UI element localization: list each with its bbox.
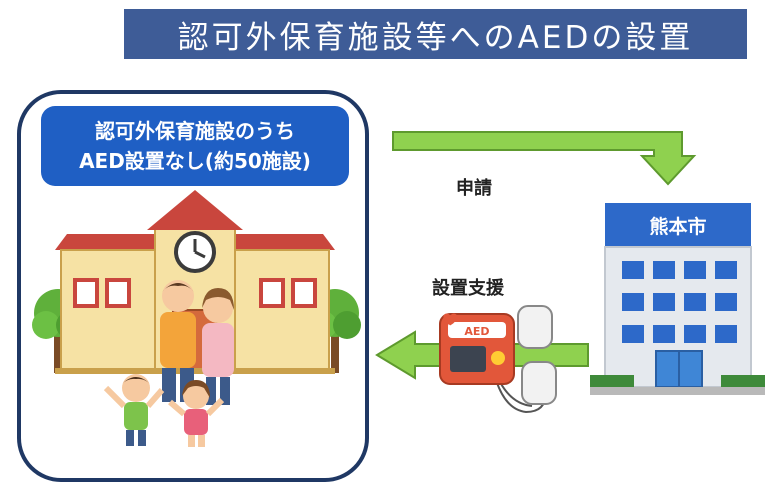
aed-device-icon: AED [439, 305, 557, 414]
title-bar: 認可外保育施設等へのAEDの設置 [124, 9, 747, 59]
city-name: 熊本市 [649, 215, 707, 238]
application-arrow [392, 131, 697, 186]
aed-label: AED [464, 325, 489, 338]
application-label: 申請 [456, 178, 492, 199]
city-label: 熊本市 [605, 203, 751, 247]
office-building-icon [590, 246, 765, 395]
facility-label-box: 認可外保育施設のうち AED設置なし(約50施設) [41, 106, 349, 186]
clock-icon [174, 231, 216, 273]
facility-label-line-2: AED設置なし(約50施設) [79, 149, 311, 173]
family-icon [103, 280, 234, 447]
facility-label-line-1: 認可外保育施設のうち [95, 119, 295, 143]
page-title: 認可外保育施設等へのAEDの設置 [177, 19, 694, 56]
support-label: 設置支援 [432, 278, 504, 299]
